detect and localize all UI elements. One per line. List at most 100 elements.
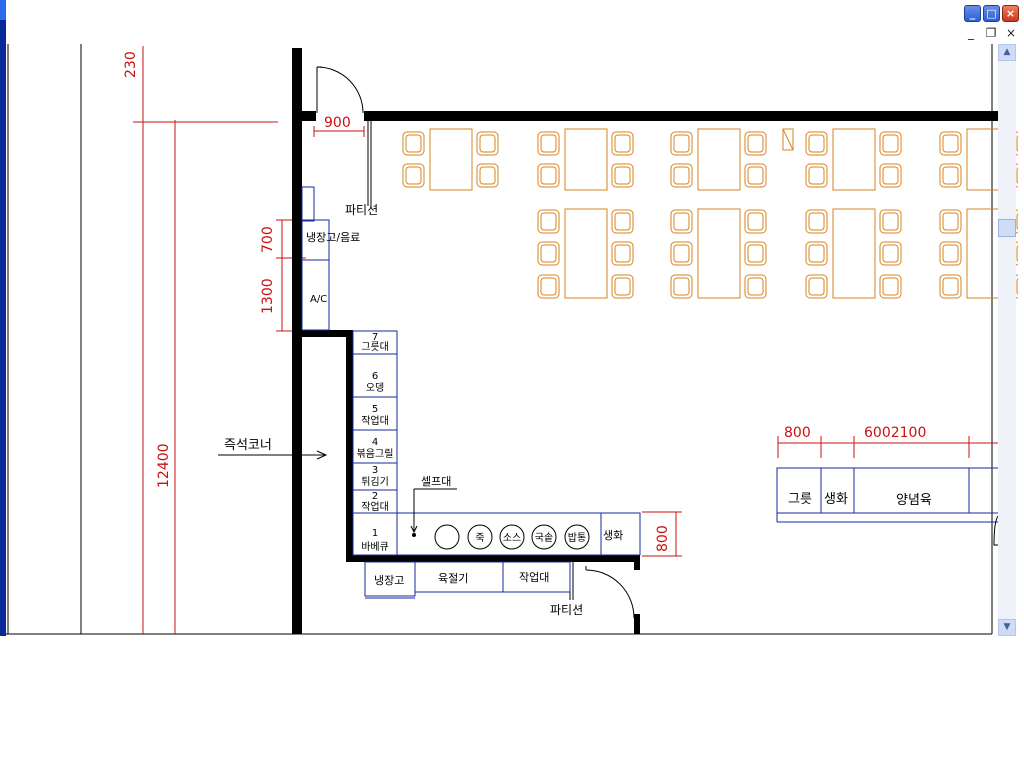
chair — [476, 163, 499, 188]
chair — [879, 274, 902, 299]
window-left-edge-accent — [0, 0, 6, 20]
dim-fridge-height: 700 — [260, 226, 276, 253]
self-bar — [396, 512, 641, 556]
wall-left — [292, 48, 302, 634]
label-ac: A/C — [310, 294, 327, 305]
scroll-up-button[interactable]: ▲ — [998, 44, 1016, 61]
label-partition-top: 파티션 — [345, 203, 378, 217]
chair — [879, 131, 902, 156]
dining-table-set — [537, 208, 634, 299]
label-self-bar: 셀프대 — [421, 475, 451, 488]
chair — [939, 274, 962, 299]
dining-tables — [402, 128, 1018, 299]
doc-minimize-button[interactable]: _ — [968, 26, 974, 40]
wall-post-top — [302, 111, 316, 121]
dim-counter-depth: 800 — [655, 525, 671, 552]
chair — [939, 131, 962, 156]
self-bar-point — [412, 533, 416, 537]
label-marinated-meat: 양념육 — [896, 493, 932, 508]
chair — [744, 274, 767, 299]
chair — [805, 274, 828, 299]
door-bottom — [585, 569, 635, 619]
chair — [879, 209, 902, 234]
doc-close-button[interactable]: × — [1005, 26, 1017, 40]
scroll-thumb[interactable] — [998, 219, 1016, 237]
self-bar-item-label: 국솥 — [535, 532, 553, 544]
chair — [537, 163, 560, 188]
wall-top — [364, 111, 998, 121]
wall-kitchen-right — [346, 330, 353, 560]
chair — [744, 209, 767, 234]
dining-table — [697, 128, 741, 191]
dim-shelf-a: 800 — [784, 425, 811, 441]
counter-station-name: 그릇대 — [361, 341, 389, 353]
dim-shelf-b: 6002100 — [864, 425, 926, 441]
leaders — [218, 450, 457, 534]
counter-station-name: 볶음그릴 — [357, 447, 394, 460]
column-marker — [782, 128, 794, 151]
counter-station-number: 2 — [372, 491, 378, 502]
chair — [670, 274, 693, 299]
chair — [670, 209, 693, 234]
counter-station-name: 바베큐 — [361, 541, 389, 553]
window-left-edge — [0, 0, 6, 636]
chair — [939, 209, 962, 234]
close-button[interactable]: × — [1002, 5, 1019, 22]
counter-station-number: 5 — [372, 404, 378, 415]
chair — [476, 131, 499, 156]
chair — [805, 163, 828, 188]
walls — [292, 48, 998, 634]
wall-stub-bottom — [634, 614, 640, 634]
label-fixture-fridge: 냉장고 — [374, 574, 404, 587]
left-wall-fixtures — [301, 186, 330, 331]
counter-station-number: 6 — [372, 371, 378, 382]
minimize-button[interactable]: _ — [964, 5, 981, 22]
chair — [402, 131, 425, 156]
counter-station-number: 7 — [372, 332, 378, 343]
dining-table — [697, 208, 741, 299]
wall-stub — [634, 562, 640, 570]
wall-kitchen-bottom — [346, 555, 640, 562]
chair — [670, 131, 693, 156]
chair — [537, 131, 560, 156]
chair — [611, 274, 634, 299]
plan-labels: 파티션 냉장고/음료 A/C 즉석코너 셀프대 생화 파티션 냉장고 육절기 작… — [224, 203, 932, 617]
chair — [611, 241, 634, 266]
maximize-button[interactable]: □ — [983, 5, 1000, 22]
door-top — [316, 66, 364, 114]
chair — [537, 209, 560, 234]
counter-station-name: 작업대 — [361, 500, 389, 513]
counter-station-number: 3 — [372, 465, 378, 476]
label-instant-corner: 즉석코너 — [224, 438, 272, 453]
chair — [805, 131, 828, 156]
chair — [611, 209, 634, 234]
chair — [879, 241, 902, 266]
dim-top-gap: 230 — [123, 51, 139, 78]
self-bar-pot — [564, 524, 590, 550]
dining-table — [832, 208, 876, 299]
self-bar-pot — [467, 524, 493, 550]
vertical-scrollbar[interactable]: ▲ ▼ — [998, 44, 1016, 636]
dining-table — [832, 128, 876, 191]
dining-table-set — [537, 128, 634, 191]
scroll-down-button[interactable]: ▼ — [998, 619, 1016, 636]
kitchen-counter — [352, 330, 398, 556]
chair — [611, 131, 634, 156]
chair — [670, 241, 693, 266]
chair — [939, 241, 962, 266]
chair — [611, 163, 634, 188]
window-controls: _ □ × — [964, 5, 1020, 23]
dining-table-set — [670, 208, 767, 299]
doc-restore-button[interactable]: ❐ — [985, 26, 997, 40]
label-self-bar-end: 생화 — [603, 529, 623, 542]
label-bowl-station: 그릇 — [788, 492, 812, 507]
self-bar-pot — [434, 524, 460, 550]
chair — [744, 163, 767, 188]
self-bar-item-label: 죽 — [475, 532, 484, 544]
counter-station-number: 1 — [372, 528, 378, 539]
self-bar-pot — [499, 524, 525, 550]
chair — [744, 131, 767, 156]
chair — [879, 163, 902, 188]
